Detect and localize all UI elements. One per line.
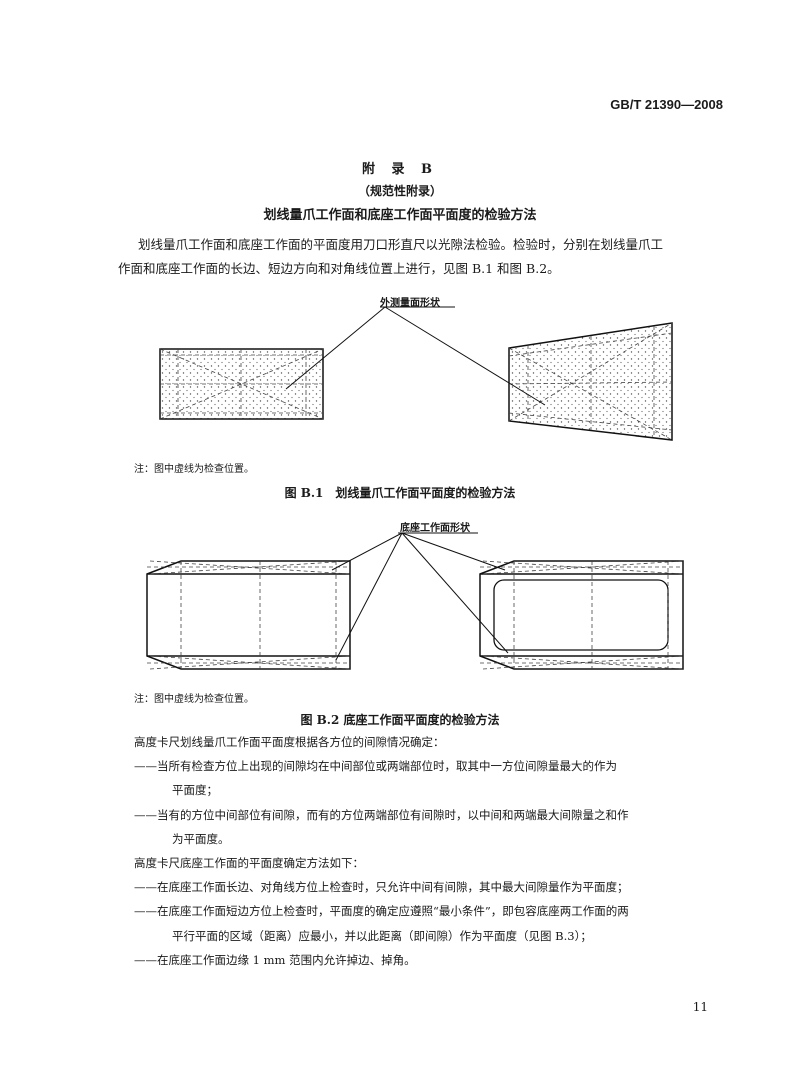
body-item2-line2: 为平面度。 [172, 831, 230, 846]
figure-b1-right-shape [508, 322, 673, 441]
intro-paragraph: 划线量爪工作面和底座工作面的平面度用刀口形直尺以光隙法检验。检验时，分别在划线量… [118, 233, 664, 281]
body-item3: ——在底座工作面长边、对角线方位上检查时，只允许中间有间隙，其中最大间隙量作为平… [134, 880, 629, 895]
figure-b1-note: 注：图中虚线为检查位置。 [134, 464, 254, 475]
intro-line-1: 划线量爪工作面和底座工作面的平面度用刀口形直尺以光隙法检验。检验时，分别在划线量… [138, 237, 664, 252]
body-item4-line1: ——在底座工作面短边方位上检查时，平面度的确定应遵照“最小条件”，即包容底座两工… [134, 904, 629, 919]
annex-heading: 划线量爪工作面和底座工作面平面度的检验方法 [263, 208, 537, 223]
figure-b2-right-shape [479, 560, 684, 670]
body-text: 高度卡尺划线量爪工作面平面度根据各方位的间隙情况确定： ——当所有检查方位上出现… [134, 730, 629, 972]
body-p1: 高度卡尺划线量爪工作面平面度根据各方位的间隙情况确定： [134, 735, 445, 749]
annex-title: 附 录 B [361, 162, 439, 177]
body-item5: ——在底座工作面边缘 1 mm 范围内允许掉边、掉角。 [134, 952, 416, 967]
standard-number: GB/T 21390—2008 [610, 97, 723, 112]
figure-b2-left-shape [146, 560, 351, 670]
figure-b1-label: 外测量面形状 [380, 298, 440, 309]
intro-line-2: 作面和底座工作面的长边、短边方向和对角线位置上进行，见图 B.1 和图 B.2。 [118, 261, 560, 276]
figure-b2-note: 注：图中虚线为检查位置。 [134, 694, 254, 705]
figure-b1-leader [285, 306, 546, 406]
figure-b2-label: 底座工作面形状 [400, 523, 470, 534]
body-item1-line1: ——当所有检查方位上出现的间隙均在中间部位或两端部位时，取其中一方位间隙量最大的… [134, 759, 617, 774]
body-item2-line1: ——当有的方位中间部位有间隙，而有的方位两端部位有间隙时，以中间和两端最大间隙量… [134, 807, 629, 822]
figure-b1-caption: 图 B.1 划线量爪工作面平面度的检验方法 [284, 486, 516, 500]
body-p2: 高度卡尺底座工作面的平面度确定方法如下： [134, 856, 364, 871]
figure-b1-left-shape [159, 348, 324, 420]
annex-subtitle: （规范性附录） [357, 184, 442, 198]
body-item4-line2: 平行平面的区域（距离）应最小，并以此距离（即间隙）作为平面度（见图 B.3）； [172, 928, 592, 943]
figure-b2-leader [331, 532, 509, 661]
body-item1-line2: 平面度； [172, 783, 218, 798]
page-number: 11 [692, 1000, 708, 1014]
figure-b2-caption: 图 B.2 底座工作面平面度的检验方法 [300, 713, 500, 727]
